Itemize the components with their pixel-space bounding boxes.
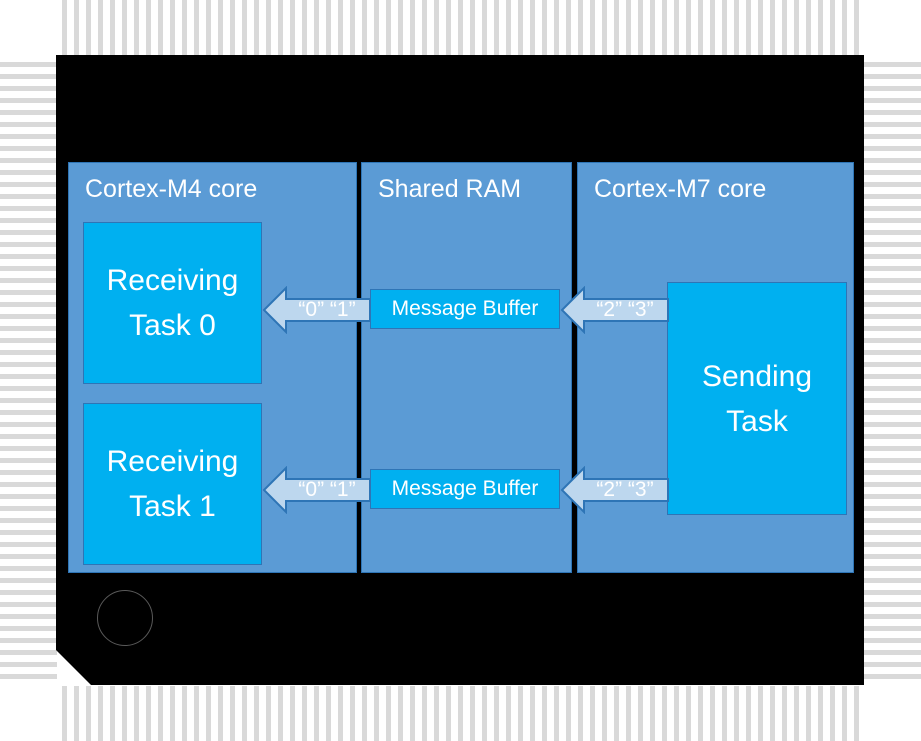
pin-one-marker	[97, 590, 153, 646]
arrow-label-task0: “0” “1”	[298, 298, 356, 321]
message-buffer-0: Message Buffer	[370, 289, 560, 329]
receiving-task-1: Receiving Task 1	[83, 403, 262, 565]
message-buffer-1: Message Buffer	[370, 469, 560, 509]
sending-task: Sending Task	[667, 282, 847, 515]
panel-title-shared-ram: Shared RAM	[378, 175, 522, 203]
arrow-label-sender0: “2” “3”	[596, 298, 654, 321]
panel-title-cortex-m4: Cortex-M4 core	[85, 175, 258, 203]
arrow-sender-to-buffer0	[560, 286, 669, 334]
arrow-label-task1: “0” “1”	[298, 478, 356, 501]
arrow-sender-to-buffer1	[560, 466, 669, 514]
panel-shared-ram: Shared RAM	[361, 162, 572, 573]
receiving-task-0: Receiving Task 0	[83, 222, 262, 384]
arrow-label-sender1: “2” “3”	[596, 478, 654, 501]
panel-title-cortex-m7: Cortex-M7 core	[594, 175, 767, 203]
